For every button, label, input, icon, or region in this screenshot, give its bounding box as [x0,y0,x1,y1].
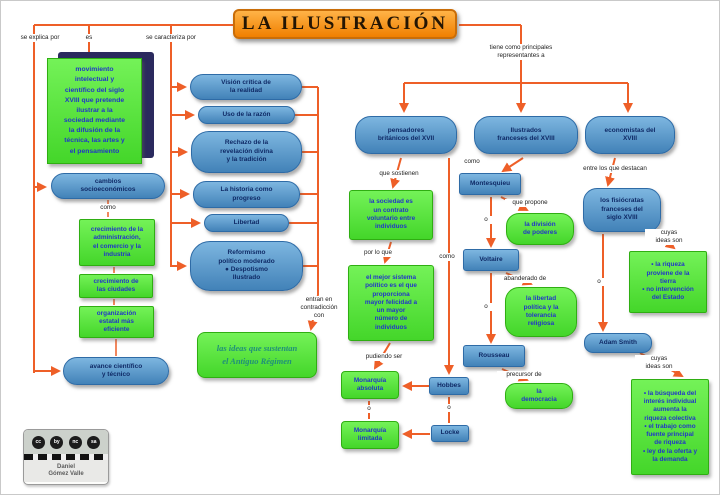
node-democracia: la democracia [505,383,573,409]
cc-sa-icon: sa [87,435,101,449]
cc-license-badge: cc by nc sa Daniel Gómez Valle [23,429,109,485]
node-antiguo-regimen: las ideas que sustentan el Antiguo Régim… [197,332,317,378]
link-o-voltaire-rousseau: o [480,303,492,311]
link-como-left: como [99,204,117,212]
link-que-sostienen: que sostienen [371,170,427,178]
link-o-autores: o [443,404,455,412]
author-name: Daniel Gómez Valle [24,460,108,482]
link-que-propone: que propone [505,199,555,207]
node-pensadores-britanicos: pensadores británicos del XVII [355,116,457,154]
link-o-montesquieu-voltaire: o [480,216,492,224]
link-es: es [81,34,97,42]
node-crecimiento-administracion: crecimiento de la administración, el com… [79,219,155,266]
link-cuyas-ideas-1: cuyas ideas son [645,229,693,245]
node-economistas: economistas del XVIII [585,116,675,154]
cc-film-strip [24,454,108,460]
link-como-franceses: como [459,158,485,166]
node-vision-critica: Visión crítica de la realidad [190,74,302,100]
cc-icon-band: cc by nc sa [24,430,108,454]
node-avance-cientifico: avance científico y técnico [63,357,169,385]
node-hobbes: Hobbes [429,377,469,395]
node-uso-razon: Uso de la razón [198,106,295,124]
page-title: LA ILUSTRACIÓN [233,9,457,39]
link-como-britanicos: como [435,253,459,261]
node-ideas-adam-smith: • la búsqueda del interés individual aum… [631,379,709,475]
link-o-economistas: o [593,278,605,286]
link-se-caracteriza-por: se caracteriza por [137,34,205,42]
link-cuyas-ideas-2: cuyas ideas son [635,355,683,371]
link-precursor-de: precursor de [497,371,551,379]
node-crecimiento-ciudades: crecimiento de las ciudades [79,274,153,298]
cc-icon: cc [31,435,45,449]
link-se-explica-por: se explica por [9,34,71,42]
node-reformismo-politico: Reformismo político moderado ● Despotism… [190,241,303,291]
node-montesquieu: Montesquieu [459,173,521,195]
link-o-monarquias: o [363,405,375,413]
link-abanderado-de: abanderado de [495,275,555,283]
link-contradiccion: entran en contradicción con [291,296,347,320]
definition-box: movimiento intelectual y científico del … [47,58,142,164]
link-representantes: tiene como principales representantes a [475,44,567,60]
node-contrato-voluntario: la sociedad es un contrato voluntario en… [349,190,433,240]
node-monarquia-limitada: Monarquía limitada [341,421,399,449]
node-monarquia-absoluta: Monarquía absoluta [341,371,399,399]
node-mejor-sistema: el mejor sistema político es el que prop… [348,265,434,341]
node-organizacion-estatal: organización estatal más eficiente [79,306,154,338]
node-division-poderes: la división de poderes [506,213,574,245]
node-rousseau: Rousseau [463,345,525,367]
link-pudiendo-ser: pudiendo ser [359,353,409,361]
node-voltaire: Voltaire [463,249,519,271]
node-rechazo-revelacion: Rechazo de la revelación divina y la tra… [191,131,302,173]
node-locke: Locke [431,425,469,442]
link-por-lo-que: por lo que [353,249,403,257]
node-fisiocratas: los fisiócratas franceses del siglo XVII… [583,188,661,232]
node-historia-progreso: La historia como progreso [193,181,300,208]
node-libertad: Libertad [204,214,289,232]
cc-nc-icon: nc [68,435,82,449]
cc-by-icon: by [50,435,64,449]
node-cambios-socioeconomicos: cambios socioeconómicos [51,173,165,199]
node-ideas-fisiocratas: • la riqueza proviene de la tierra • no … [629,251,707,313]
link-entre-destacan: entre los que destacan [575,165,655,173]
node-ilustrados-franceses: Ilustrados franceses del XVIII [474,116,578,154]
node-libertad-politica: la libertad política y la tolerancia rel… [505,287,577,337]
node-adam-smith: Adam Smith [584,333,652,353]
